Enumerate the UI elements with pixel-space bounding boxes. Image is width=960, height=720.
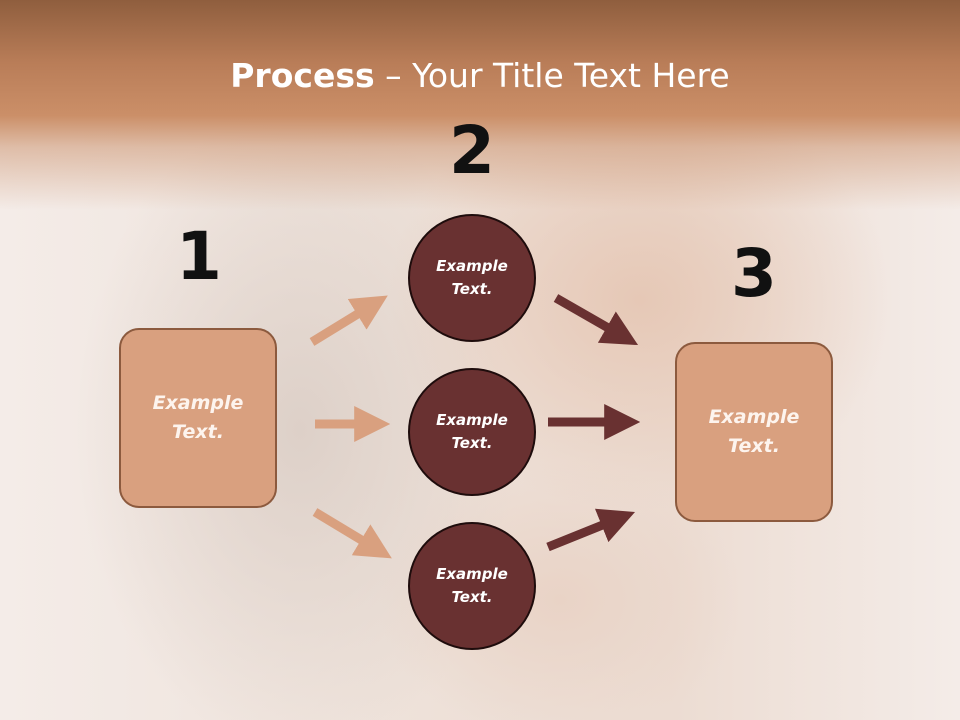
- header-band: [0, 0, 960, 210]
- arrow-circle-top-to-box3: [553, 294, 639, 346]
- arrow-circle-bottom-to-box3: [546, 508, 636, 552]
- arrow-box1-to-circle-bottom: [312, 508, 392, 559]
- step-box-3: Example Text.: [675, 342, 833, 522]
- step-number-2: 2: [449, 112, 495, 189]
- step-number-1: 1: [176, 218, 222, 295]
- circle-middle-text: Example Text.: [436, 411, 508, 452]
- arrow-box1-to-circle-top: [309, 295, 388, 346]
- circle-top-text: Example Text.: [436, 257, 508, 298]
- slide-title: Process – Your Title Text Here: [0, 54, 960, 98]
- step-box-1-text: Example Text.: [152, 392, 244, 443]
- circle-bottom-text: Example Text.: [436, 565, 508, 606]
- step-box-3-text: Example Text.: [708, 406, 800, 457]
- title-rest: – Your Title Text Here: [374, 56, 730, 95]
- step-box-1: Example Text.: [119, 328, 277, 508]
- circle-top: Example Text.: [408, 214, 536, 342]
- circle-middle: Example Text.: [408, 368, 536, 496]
- title-bold: Process: [230, 56, 375, 95]
- step-number-3: 3: [731, 235, 777, 312]
- circle-bottom: Example Text.: [408, 522, 536, 650]
